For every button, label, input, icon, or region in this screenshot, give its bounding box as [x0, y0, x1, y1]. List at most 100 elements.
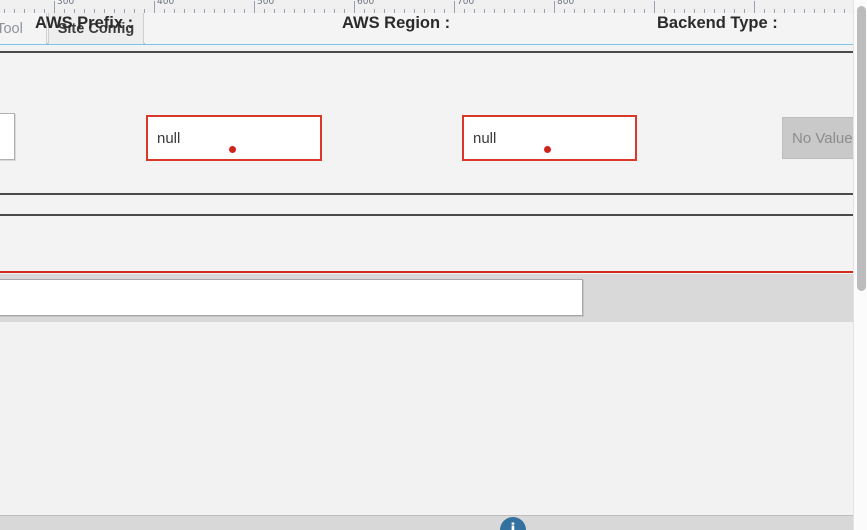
- ruler-minor-tick: [604, 9, 605, 13]
- ruler-minor-tick: [194, 9, 195, 13]
- ruler-minor-tick: [544, 9, 545, 13]
- content-gap-band: [0, 216, 853, 272]
- aws-region-error-dot: [544, 146, 551, 153]
- ruler-minor-tick: [214, 9, 215, 13]
- separator-band: [0, 195, 853, 214]
- separator-rule-top: [0, 193, 853, 195]
- ruler-minor-tick: [734, 9, 735, 13]
- ruler-minor-tick: [524, 9, 525, 13]
- ruler-minor-tick: [414, 9, 415, 13]
- ruler-minor-tick: [14, 9, 15, 13]
- ruler-minor-tick: [404, 9, 405, 13]
- ruler-minor-tick: [204, 9, 205, 13]
- ruler-minor-tick: [334, 9, 335, 13]
- ruler-minor-tick: [704, 9, 705, 13]
- ruler-minor-tick: [624, 9, 625, 13]
- ruler-minor-tick: [184, 9, 185, 13]
- ruler-minor-tick: [164, 9, 165, 13]
- ruler-minor-tick: [344, 9, 345, 13]
- ruler-minor-tick: [314, 9, 315, 13]
- panel-text-input[interactable]: [0, 279, 583, 316]
- aws-prefix-error-dot: [229, 146, 236, 153]
- separator-rule-bottom: [0, 214, 853, 216]
- ruler-minor-tick: [644, 9, 645, 13]
- ruler-minor-tick: [284, 9, 285, 13]
- aws-prefix-value: null: [157, 129, 181, 147]
- ruler-minor-tick: [304, 9, 305, 13]
- ruler-minor-tick: [44, 9, 45, 13]
- status-bar: [0, 516, 853, 530]
- ruler-minor-tick: [134, 9, 135, 13]
- ruler-minor-tick: [514, 9, 515, 13]
- ruler-minor-tick: [674, 9, 675, 13]
- ruler-minor-tick: [394, 9, 395, 13]
- form-section: [0, 53, 853, 193]
- ruler-minor-tick: [4, 9, 5, 13]
- ruler-major-tick: [454, 1, 455, 13]
- ruler-minor-tick: [844, 9, 845, 13]
- aws-region-input[interactable]: null: [462, 115, 637, 161]
- ruler-minor-tick: [444, 9, 445, 13]
- tab-deploy-tool[interactable]: y Tool: [0, 13, 47, 44]
- ruler-minor-tick: [594, 9, 595, 13]
- ruler-label: 800: [557, 0, 575, 7]
- ruler-minor-tick: [464, 9, 465, 13]
- ruler-minor-tick: [144, 9, 145, 13]
- ruler-minor-tick: [534, 9, 535, 13]
- ruler-minor-tick: [64, 9, 65, 13]
- ruler-minor-tick: [564, 9, 565, 13]
- ruler-minor-tick: [124, 9, 125, 13]
- tab-deploy-tool-label: y Tool: [0, 20, 23, 37]
- vertical-scrollbar-thumb[interactable]: [857, 6, 866, 291]
- ruler-minor-tick: [504, 9, 505, 13]
- ruler-label: 400: [157, 0, 175, 7]
- ruler-minor-tick: [104, 9, 105, 13]
- aws-prefix-label: AWS Prefix :: [35, 14, 134, 32]
- ruler-major-tick: [154, 1, 155, 13]
- info-circle-icon[interactable]: i: [500, 517, 526, 530]
- ruler-minor-tick: [264, 9, 265, 13]
- ruler-minor-tick: [634, 9, 635, 13]
- aws-prefix-input[interactable]: null: [146, 115, 322, 161]
- ruler-minor-tick: [494, 9, 495, 13]
- ruler-minor-tick: [84, 9, 85, 13]
- ruler-minor-tick: [324, 9, 325, 13]
- ruler-minor-tick: [714, 9, 715, 13]
- tab-bottom-rule: [0, 51, 853, 53]
- ruler-minor-tick: [364, 9, 365, 13]
- ruler-minor-tick: [804, 9, 805, 13]
- separator-rule-red: [0, 271, 853, 273]
- lower-content-area: [0, 322, 853, 516]
- ruler-minor-tick: [584, 9, 585, 13]
- tab-site-config-label: Site Config: [57, 20, 135, 37]
- tab-site-config[interactable]: Site Config: [48, 13, 144, 44]
- ruler-minor-tick: [724, 9, 725, 13]
- info-circle-glyph: i: [510, 520, 516, 530]
- vertical-scrollbar-track[interactable]: [853, 0, 867, 530]
- ruler-minor-tick: [294, 9, 295, 13]
- ruler-minor-tick: [274, 9, 275, 13]
- ruler-major-tick: [54, 1, 55, 13]
- clipped-left-input[interactable]: [0, 113, 15, 160]
- ruler-minor-tick: [34, 9, 35, 13]
- ruler-major-tick: [554, 1, 555, 13]
- ruler-major-tick: [354, 1, 355, 13]
- ruler-minor-tick: [694, 9, 695, 13]
- ruler-minor-tick: [614, 9, 615, 13]
- ruler-minor-tick: [794, 9, 795, 13]
- ruler-major-tick: [754, 1, 755, 13]
- ruler-minor-tick: [484, 9, 485, 13]
- ruler-minor-tick: [784, 9, 785, 13]
- ruler-label: 500: [257, 0, 275, 7]
- ruler-label: 600: [357, 0, 375, 7]
- ruler-label: 300: [57, 0, 75, 7]
- ruler-minor-tick: [74, 9, 75, 13]
- ruler-minor-tick: [24, 9, 25, 13]
- ruler-minor-tick: [764, 9, 765, 13]
- backend-type-value: No Value: [792, 129, 853, 147]
- ruler-minor-tick: [664, 9, 665, 13]
- backend-type-input[interactable]: No Value: [782, 117, 867, 159]
- ruler-minor-tick: [684, 9, 685, 13]
